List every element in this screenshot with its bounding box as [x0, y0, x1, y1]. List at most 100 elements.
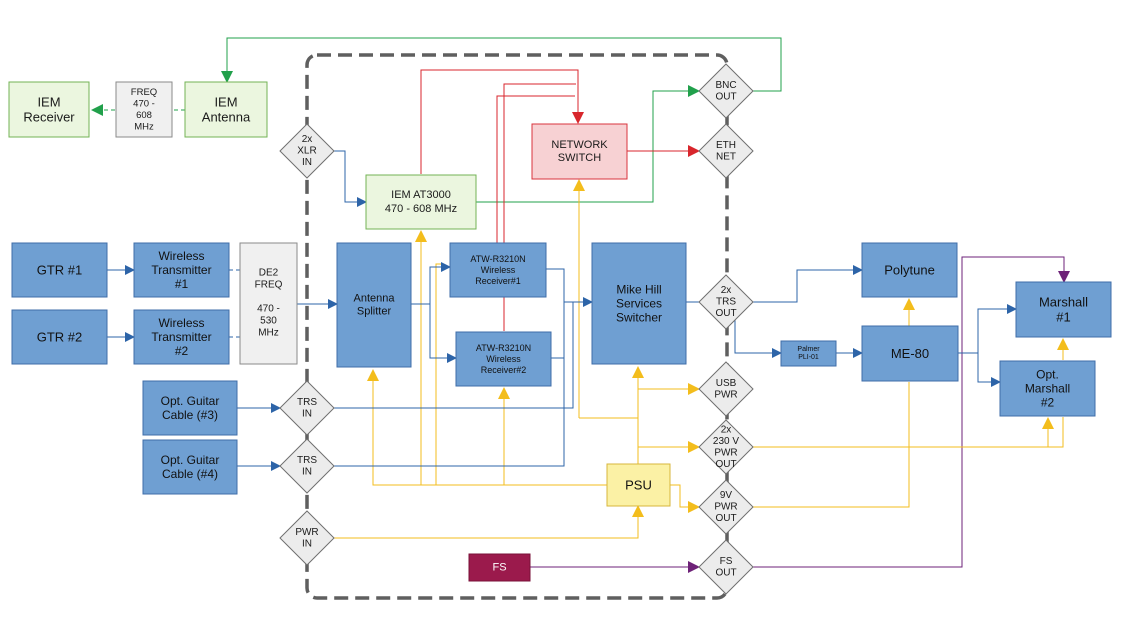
fs-out-label-line-2: OUT [715, 567, 736, 578]
pwr-in-label-line-2: IN [302, 538, 312, 549]
me-80-block: ME-80 [861, 325, 959, 382]
bnc-out-label-line-1: BNC [715, 80, 736, 91]
de2-freq-label-line-6: MHz [258, 328, 279, 339]
wire-splitter-to-rx2 [429, 304, 457, 363]
pwr-in-label-line-1: PWR [295, 527, 318, 538]
bnc-out-label-line-2: OUT [715, 91, 736, 102]
network-switch-label-line-1: NETWORK [551, 139, 608, 151]
fs-out-label-line-1: FS [720, 556, 733, 567]
wire-9v-to-me80 [753, 382, 910, 508]
wire-xlr-to-iem [334, 150, 367, 207]
opt-marshall2-label-line-3: #2 [1041, 396, 1055, 410]
gtr1-label-line-1: GTR #1 [37, 263, 83, 278]
trs-out-label-line-2: TRS [716, 297, 736, 308]
psu-label-line-1: PSU [625, 478, 652, 493]
marshall1-label-line-2: #1 [1056, 310, 1070, 325]
usb-pwr-label-line-2: PWR [714, 389, 737, 400]
mike-hill-label-line-3: Switcher [616, 311, 662, 325]
opt-gtr4-label-line-2: Cable (#4) [162, 467, 218, 481]
wire-pwr-in-to-psu [334, 505, 644, 539]
pwr9v-out-label-line-1: 9V [720, 490, 733, 501]
mike-hill-label-line-1: Mike Hill [616, 283, 661, 297]
opt-marshall2-label-line-1: Opt. [1036, 368, 1059, 382]
gtr2-label-line-1: GTR #2 [37, 330, 83, 345]
wire-rx1-to-mikehill [546, 268, 593, 307]
purple-wires [530, 256, 1070, 573]
opt-gtr3-label-line-2: Cable (#3) [162, 408, 218, 422]
xlr-in-label-line-3: IN [302, 157, 312, 168]
wire-splitter-to-rx1 [429, 262, 451, 304]
iem-antenna-label-line-1: IEM [214, 95, 237, 110]
pwr9v-out-label-line-2: PWR [714, 502, 737, 513]
trs-in-1-label-line-2: IN [302, 408, 312, 419]
polytune-label-line-1: Polytune [884, 263, 935, 278]
wire-psu-230 [579, 417, 700, 453]
xlr-in-label-line-2: XLR [297, 146, 316, 157]
wire-trsin2-to-mikehill [334, 358, 565, 467]
marshall1-label-line-1: Marshall [1039, 295, 1088, 310]
gtr-1-block: GTR #1 [11, 242, 108, 298]
atw-rx1-label-line-3: Receiver#1 [475, 276, 521, 286]
iem-at3000-label-line-1: IEM AT3000 [391, 189, 451, 201]
wire-fsout-to-marshall [753, 256, 1070, 568]
trs-in-2-label-line-2: IN [302, 466, 312, 477]
eth-net-label-line-1: ETH [716, 140, 736, 151]
usb-pwr-label-line-1: USB [716, 378, 737, 389]
wire-me80-to-marshall1 [958, 304, 1017, 354]
opt-gtr4-label-line-1: Opt. Guitar [161, 453, 220, 467]
wire-230-to-marshall2 [753, 417, 1064, 448]
pwr230-out-label-line-1: 2x [721, 424, 732, 435]
freq-iem-label-line-1: FREQ [131, 87, 157, 98]
psu-block: PSU [606, 463, 671, 507]
pwr9v-out-label-line-3: OUT [715, 513, 736, 524]
wire-psu-to-rx1 [435, 263, 444, 485]
de2-freq-label-line-5: 530 [260, 316, 277, 327]
polytune-block: Polytune [861, 242, 958, 298]
wire-rx2-to-mikehill [551, 302, 565, 359]
wireless-tx2-label-line-2: Transmitter [151, 330, 211, 344]
antenna-splitter-label-line-2: Splitter [357, 306, 392, 318]
wireless-tx2-label-line-3: #2 [175, 344, 189, 358]
wireless-tx1-label-line-2: Transmitter [151, 263, 211, 277]
trs-out-label-line-3: OUT [715, 308, 736, 319]
antenna-splitter-label-line-1: Antenna [354, 293, 396, 305]
wire-rx1-to-switch [496, 95, 575, 243]
wireless-tx1-label-line-1: Wireless [158, 249, 204, 263]
atw-rx1-label-line-2: Wireless [481, 265, 516, 275]
wire-me80-to-marshall2 [977, 353, 1001, 387]
marshall-1-block: Marshall#1 [1015, 281, 1112, 338]
fs-block: FS [468, 553, 531, 582]
fs-label-line-1: FS [492, 562, 506, 574]
de2-freq-label-line-4: 470 - [257, 304, 280, 315]
palmer-label-line-1: Palmer [797, 346, 820, 353]
iem-antenna-label-line-2: Antenna [202, 110, 251, 125]
palmer-label-line-2: PLI-01 [798, 354, 819, 361]
atw-rx2-label-line-1: ATW-R3210N [476, 343, 531, 353]
trs-in-1-label-line-1: TRS [297, 397, 317, 408]
wire-iem-to-bnc [476, 85, 700, 203]
iem-receiver-label-line-1: IEM [37, 95, 60, 110]
network-switch-label-line-2: SWITCH [558, 152, 601, 164]
eth-net-label-line-2: NET [716, 151, 736, 162]
wireless-tx1-label-line-3: #1 [175, 277, 189, 291]
wire-trsout-to-palmer [734, 320, 782, 358]
